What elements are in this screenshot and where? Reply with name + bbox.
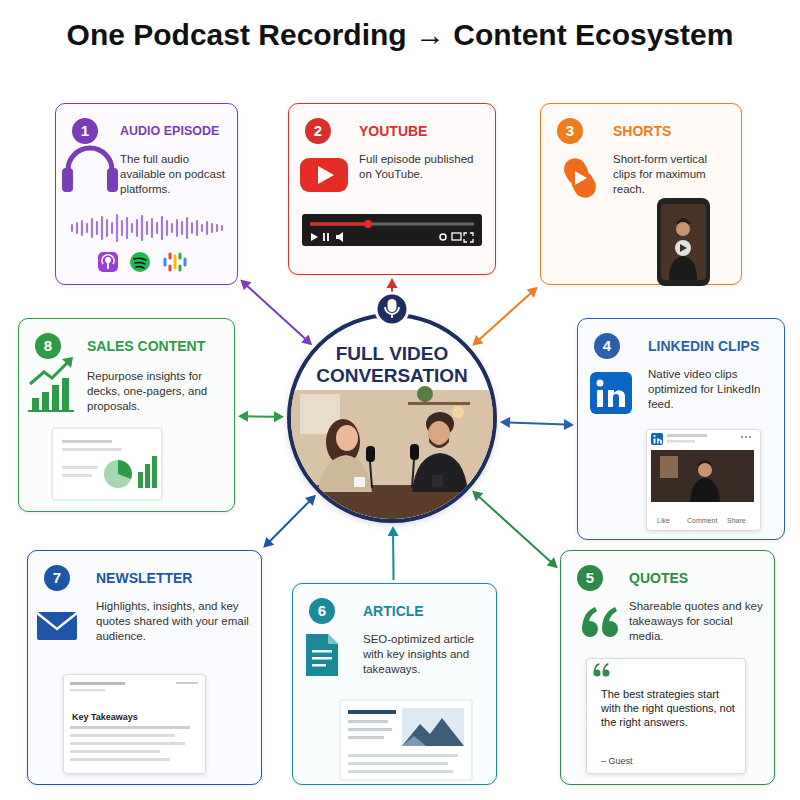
connector-line — [508, 422, 566, 424]
connector-line — [246, 285, 306, 340]
connector-line — [392, 534, 394, 580]
card-text: Share — [727, 516, 746, 526]
connector-arrow — [472, 287, 537, 346]
arrow-head — [263, 537, 274, 548]
box-heading: QUOTES — [629, 570, 688, 586]
connector-line — [269, 500, 311, 542]
arrow-head — [472, 490, 483, 501]
connector-arrow — [500, 417, 574, 430]
connector-arrow — [238, 411, 284, 422]
preview-card: The best strategies start with the right… — [586, 658, 746, 774]
channel-box: 5 QUOTES Shareable quotes and key takeaway… — [560, 550, 775, 785]
connector-line — [246, 415, 276, 417]
arrow-head — [387, 278, 398, 288]
box-body: Full episode published on YouTube. — [359, 152, 484, 182]
box-body: Repurpose insights for decks, one-pagers… — [87, 369, 232, 414]
center-circle: FULL VIDEO CONVERSATION — [287, 313, 497, 523]
connector-line — [391, 286, 393, 310]
arrow-head — [238, 411, 248, 422]
connector-arrow — [263, 495, 316, 548]
arrow-head — [301, 334, 312, 345]
arrow-head — [472, 335, 483, 346]
box-body: Short-form vertical clips for maximum re… — [613, 152, 733, 197]
preview-card: Like Comment Share — [646, 429, 761, 531]
diagram-title: One Podcast Recording → Content Ecosyste… — [0, 18, 800, 52]
channel-box: 7 NEWSLETTER Highlights, insights, and key… — [27, 550, 262, 785]
callout-number: 8 — [35, 333, 61, 359]
box-body: Highlights, insights, and key quotes sha… — [96, 599, 251, 644]
card-text: The best strategies start with the right… — [601, 687, 737, 729]
connector-arrow — [388, 526, 399, 580]
channel-box: 6 ARTICLE SEO-optimized article with key i… — [292, 583, 497, 785]
box-heading: LINKEDIN CLIPS — [648, 338, 759, 354]
arrow-head — [500, 417, 510, 428]
arrow-head — [527, 287, 538, 298]
preview-card: Key Takeaways — [63, 674, 206, 774]
callout-number: 3 — [557, 118, 583, 144]
channel-box: 4 LINKEDIN CLIPS Native video clips optimi… — [577, 318, 785, 540]
box-heading: AUDIO EPISODE — [120, 123, 219, 139]
connector-arrow — [240, 280, 312, 346]
channel-box: 3 SHORTS Short-form vertical clips for max… — [540, 103, 742, 285]
arrow-head — [547, 557, 558, 568]
connector-line — [478, 496, 552, 563]
connector-line — [478, 292, 532, 340]
node-title: FULL VIDEO CONVERSATION — [316, 343, 468, 387]
box-heading: SHORTS — [613, 123, 671, 139]
arrow-head — [274, 411, 284, 422]
card-text: – Guest — [601, 755, 633, 767]
box-heading: YOUTUBE — [359, 123, 427, 139]
card-heading: Key Takeaways — [72, 711, 138, 723]
connector-arrow — [387, 278, 398, 310]
box-heading: NEWSLETTER — [96, 570, 192, 586]
arrow-head — [240, 280, 251, 291]
card-text: Like — [657, 516, 670, 526]
callout-number: 7 — [44, 565, 70, 591]
arrow-head — [388, 526, 399, 536]
callout-number: 1 — [72, 118, 98, 144]
box-body: Native video clips optimized for LinkedI… — [648, 367, 776, 412]
microphone-badge — [388, 299, 397, 312]
arrow-head — [564, 419, 574, 430]
callout-number: 4 — [594, 333, 620, 359]
box-body: The full audio available on podcast plat… — [120, 152, 230, 197]
channel-box: 1 AUDIO EPISODE The full audio available o… — [55, 103, 238, 285]
box-heading: SALES CONTENT — [87, 338, 205, 354]
card-text: Comment — [687, 516, 717, 526]
channel-box: 2 YOUTUBE Full episode published on YouTub… — [288, 103, 496, 275]
channel-box: 8 SALES CONTENT Repurpose insights for dec… — [18, 318, 235, 512]
callout-number: 6 — [309, 598, 335, 624]
callout-number: 5 — [577, 565, 603, 591]
connector-arrow — [472, 490, 558, 568]
callout-number: 2 — [305, 118, 331, 144]
box-heading: ARTICLE — [363, 603, 424, 619]
arrow-head — [305, 495, 316, 506]
box-body: Shareable quotes and key takeaways for s… — [629, 599, 767, 644]
box-body: SEO-optimized article with key insights … — [363, 632, 485, 677]
